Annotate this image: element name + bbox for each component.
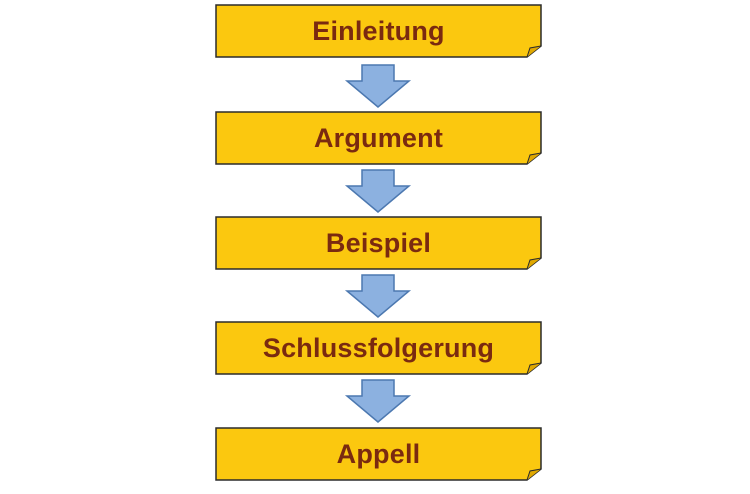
step-box-schlussfolgerung: Schlussfolgerung bbox=[215, 321, 542, 375]
note-shape bbox=[215, 111, 542, 165]
step-label: Beispiel bbox=[325, 227, 432, 258]
note-shape bbox=[215, 321, 542, 375]
step-box-beispiel: Beispiel bbox=[215, 216, 542, 270]
note-shape bbox=[215, 4, 542, 58]
step-label: Appell bbox=[336, 438, 421, 469]
down-arrow-icon bbox=[344, 169, 412, 213]
step-label: Einleitung bbox=[312, 15, 445, 46]
note-shape bbox=[215, 216, 542, 270]
down-arrow-icon bbox=[344, 274, 412, 318]
step-box-argument: Argument bbox=[215, 111, 542, 165]
step-box-einleitung: Einleitung bbox=[215, 4, 542, 58]
step-label: Argument bbox=[313, 122, 444, 153]
down-arrow-icon bbox=[344, 379, 412, 423]
step-box-appell: Appell bbox=[215, 427, 542, 481]
note-shape bbox=[215, 427, 542, 481]
step-label: Schlussfolgerung bbox=[262, 332, 495, 363]
down-arrow-icon bbox=[344, 64, 412, 108]
